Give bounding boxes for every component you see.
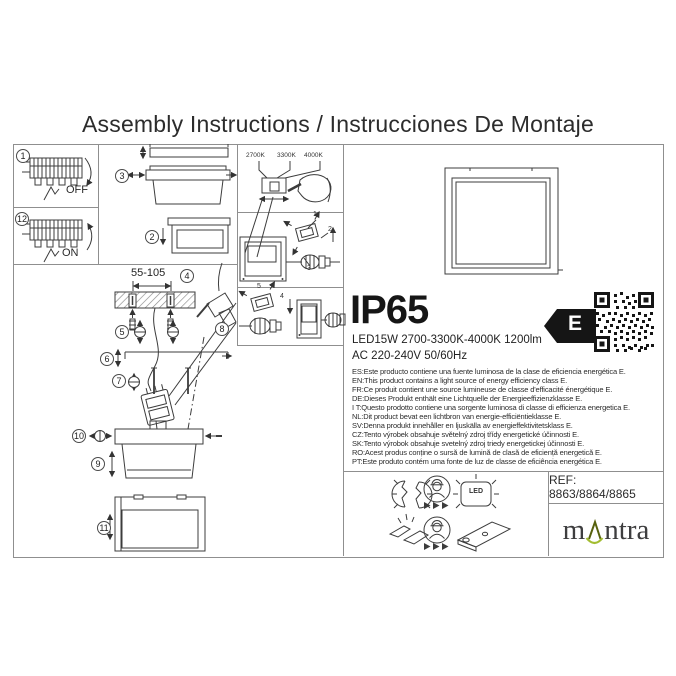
energy-line-it: I T:Questo prodotto contiene una sorgent… bbox=[352, 403, 630, 412]
ip-rating: IP65 bbox=[350, 288, 429, 332]
step-12-badge: 12 bbox=[15, 212, 30, 226]
panel-divider bbox=[548, 471, 549, 556]
energy-class-letter: E bbox=[567, 312, 582, 335]
energy-line-fr: FR:Ce produit contient une source lumine… bbox=[352, 385, 613, 394]
step-3-badge: 3 bbox=[115, 169, 129, 183]
energy-line-cz: CZ:Tento výrobek obsahuje světelný zdroj… bbox=[352, 430, 579, 439]
brand-text-post: ntra bbox=[604, 513, 650, 546]
energy-line-sk: SK:Tento výrobok obsahuje svetelný zdroj… bbox=[352, 439, 585, 448]
step-10-badge: 10 bbox=[72, 429, 87, 443]
part-5-label: 5 bbox=[257, 283, 261, 290]
panel-divider bbox=[237, 144, 238, 345]
energy-line-en: EN:This product contains a light source … bbox=[352, 376, 568, 385]
panel-divider bbox=[237, 212, 343, 213]
energy-line-nl: NL:Dit product bevat een lichtbron van e… bbox=[352, 412, 562, 421]
panel-divider bbox=[13, 207, 98, 208]
panel-divider bbox=[237, 287, 343, 288]
part-3-label: 3 bbox=[307, 265, 311, 272]
power-specs: AC 220-240V 50/60Hz bbox=[352, 350, 468, 362]
step-11-badge: 11 bbox=[97, 521, 111, 535]
panel-divider bbox=[343, 144, 344, 556]
brand-leaf-icon bbox=[585, 518, 604, 545]
step-9-badge: 9 bbox=[91, 457, 105, 471]
lamp-specs: LED15W 2700-3300K-4000K 1200lm bbox=[352, 334, 542, 346]
step-4-badge: 4 bbox=[180, 269, 194, 283]
panel-divider bbox=[98, 144, 99, 264]
energy-line-es: ES:Este producto contiene una fuente lum… bbox=[352, 367, 626, 376]
breaker-on-label: ON bbox=[62, 247, 79, 259]
breaker-off-label: OFF bbox=[66, 184, 88, 196]
mantra-logo: m ntra bbox=[549, 504, 663, 556]
step-7-badge: 7 bbox=[112, 374, 126, 388]
energy-line-de: DE:Dieses Produkt enthält eine Lichtquel… bbox=[352, 394, 583, 403]
part-1-label: 1 bbox=[313, 211, 317, 218]
step-1-badge: 1 bbox=[16, 149, 30, 163]
cct-option-3300k: 3300K bbox=[277, 152, 296, 159]
energy-line-sv: SV:Denna produkt innehåller en ljuskälla… bbox=[352, 421, 573, 430]
led-badge-label: LED bbox=[469, 488, 483, 495]
step-8-badge: 8 bbox=[215, 322, 229, 336]
cct-option-4000k: 4000K bbox=[304, 152, 323, 159]
brand-text-pre: m bbox=[562, 513, 586, 546]
panel-divider bbox=[237, 345, 343, 346]
step-2-badge: 2 bbox=[145, 230, 159, 244]
page-title: Assembly Instructions / Instrucciones De… bbox=[82, 111, 594, 137]
reference-number: REF: 8863/8864/8865 bbox=[549, 473, 636, 501]
content-frame bbox=[13, 144, 664, 558]
part-4-label: 4 bbox=[280, 293, 284, 300]
panel-divider bbox=[343, 471, 663, 472]
step-6-badge: 6 bbox=[100, 352, 114, 366]
part-2-label: 2 bbox=[328, 226, 332, 233]
energy-class-text: ES:Este producto contiene una fuente lum… bbox=[352, 367, 664, 466]
panel-divider bbox=[548, 503, 663, 504]
panel-divider bbox=[13, 264, 237, 265]
step-5-badge: 5 bbox=[115, 325, 129, 339]
cct-option-2700k: 2700K bbox=[246, 152, 265, 159]
energy-line-ro: RO:Acest produs conține o sursă de lumin… bbox=[352, 448, 602, 457]
energy-line-pt: PT:Este produto contém uma fonte de luz … bbox=[352, 457, 602, 466]
drill-distance-label: 55-105 bbox=[131, 267, 166, 279]
